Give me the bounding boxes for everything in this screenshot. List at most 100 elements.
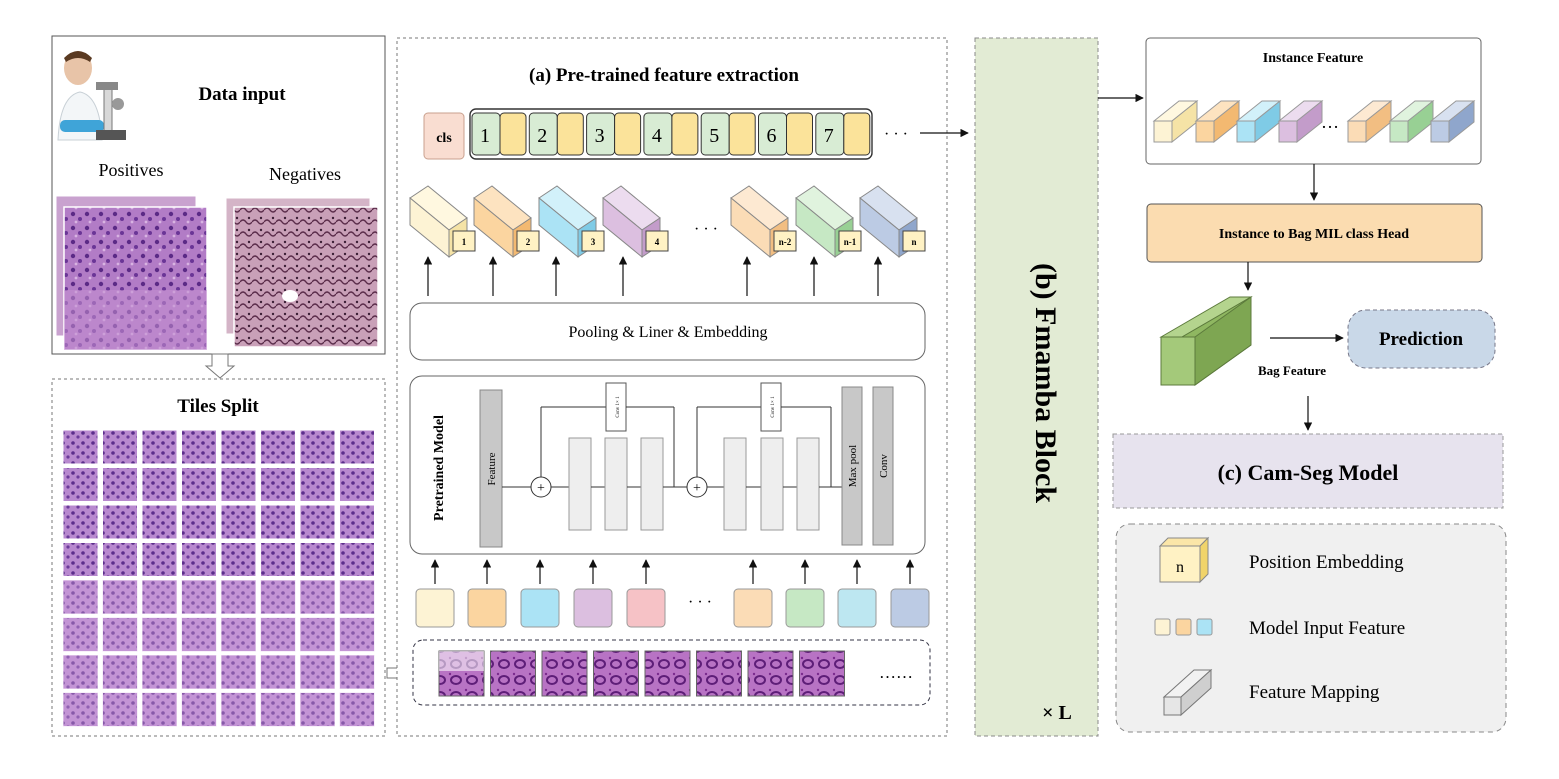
instance-feature-title: Instance Feature — [1263, 51, 1363, 66]
negatives-label: Negatives — [269, 164, 341, 184]
input-feature-squares — [415, 559, 930, 628]
cube-index-tag — [516, 230, 540, 252]
prediction-box: Prediction — [1347, 309, 1496, 369]
input-feature-square — [520, 588, 560, 628]
instance-cube-front — [1236, 120, 1256, 143]
scientist-microscope-icon — [57, 51, 126, 141]
tile — [299, 429, 336, 465]
tile — [220, 692, 257, 727]
pooling-label: Pooling & Liner & Embedding — [568, 324, 767, 341]
feature-mapping-legend-icon — [1162, 668, 1213, 717]
tile — [260, 467, 296, 502]
position-embedding-legend-icon: n — [1158, 536, 1210, 584]
tile — [141, 542, 178, 577]
conv1x1-label-2: Conv 1× 1 — [771, 396, 776, 418]
token-feature — [499, 112, 527, 156]
tile — [141, 467, 178, 502]
pooling-to-cube-arrows — [423, 256, 883, 296]
fmamba-title: (b) Fmamba Block — [1029, 263, 1062, 503]
tile — [62, 504, 99, 540]
tile — [339, 692, 375, 727]
tile — [62, 654, 99, 690]
tile — [102, 654, 138, 690]
pretrained-model-label: Pretrained Model — [432, 415, 447, 521]
fmamba-block: (b) Fmamba Block × L — [974, 37, 1099, 737]
feature-block — [479, 389, 503, 548]
patch-thumbnail — [541, 650, 588, 697]
patch-thumbnail — [747, 650, 794, 697]
model-input-feature-legend-icon — [1154, 618, 1213, 636]
legend-panel: n Position Embedding Model Input Feature… — [1115, 523, 1507, 733]
tile — [181, 579, 217, 615]
tile — [339, 579, 375, 615]
tile-grid — [62, 429, 375, 727]
cube-index-label: 4 — [655, 237, 660, 247]
token-feature — [843, 112, 871, 156]
extraction-title: (a) Pre-trained feature extraction — [529, 65, 799, 86]
token-label: 6 — [767, 125, 777, 147]
layer-block-1a — [568, 437, 592, 531]
tile — [141, 692, 178, 727]
camseg-label: (c) Cam-Seg Model — [1218, 460, 1399, 485]
patch-thumbnail — [490, 650, 536, 697]
tile — [339, 467, 375, 502]
tile — [102, 504, 138, 540]
maxpool-block — [841, 386, 863, 546]
conv-block — [872, 386, 894, 546]
token-label: 1 — [480, 125, 490, 147]
cube-index-label: 2 — [526, 237, 531, 247]
tile — [260, 654, 296, 690]
tile — [181, 617, 217, 652]
token-feature — [728, 112, 756, 156]
input-feature-square — [626, 588, 666, 628]
tile — [181, 692, 217, 727]
cube-ellipsis: · · · — [694, 221, 718, 238]
patch-thumbnail — [696, 650, 742, 697]
tile — [181, 542, 217, 577]
instance-cube-front — [1153, 120, 1173, 143]
fmamba-repeat-label: × L — [1042, 702, 1072, 724]
feature-extraction-panel: (a) Pre-trained feature extraction cls 1… — [396, 37, 948, 737]
bag-feature-cube — [1159, 296, 1253, 386]
cube-index-tag — [581, 230, 605, 252]
token-feature — [671, 112, 699, 156]
tile — [299, 467, 336, 502]
tile — [141, 617, 178, 652]
cube-index-tag — [838, 230, 862, 252]
instance-feature-panel: Instance Feature … — [1145, 37, 1482, 165]
cube-index-tag — [452, 230, 476, 252]
token-feature — [786, 112, 813, 156]
tile — [62, 692, 99, 727]
position-embedding-text: Position Embedding — [1249, 552, 1404, 573]
patch-strip: …… — [412, 639, 931, 706]
pretrained-model-box: Pretrained Model Feature + Conv 1× 1 + — [409, 375, 926, 555]
patch-thumbnail — [799, 650, 845, 697]
camseg-box: (c) Cam-Seg Model — [1112, 433, 1504, 509]
tile — [220, 617, 257, 652]
data-input-panel: Data input Positives Negatives — [51, 35, 386, 355]
hollow-arrow-down-icon — [204, 353, 236, 379]
instance-cube-side — [1296, 99, 1323, 144]
tile — [220, 504, 257, 540]
token-label: 5 — [709, 125, 719, 147]
tile — [62, 467, 99, 502]
cls-token — [423, 112, 465, 160]
tiles-split-panel: Tiles Split — [51, 378, 386, 737]
tile — [339, 617, 375, 652]
tile — [62, 542, 99, 577]
negative-slide-stack — [225, 197, 379, 348]
conv-label: Conv — [878, 454, 890, 478]
token-label: 2 — [537, 125, 547, 147]
layer-block-2a — [723, 437, 747, 531]
model-input-feature-text: Model Input Feature — [1249, 618, 1405, 639]
tile — [181, 654, 217, 690]
token-label: 7 — [824, 125, 834, 147]
prediction-label: Prediction — [1379, 329, 1464, 350]
tile — [181, 467, 217, 502]
input-feature-square — [573, 588, 613, 628]
plus-glyph-2: + — [693, 481, 701, 496]
layer-block-1c — [640, 437, 664, 531]
tile — [102, 467, 138, 502]
tile — [181, 429, 217, 465]
tile — [62, 429, 99, 465]
